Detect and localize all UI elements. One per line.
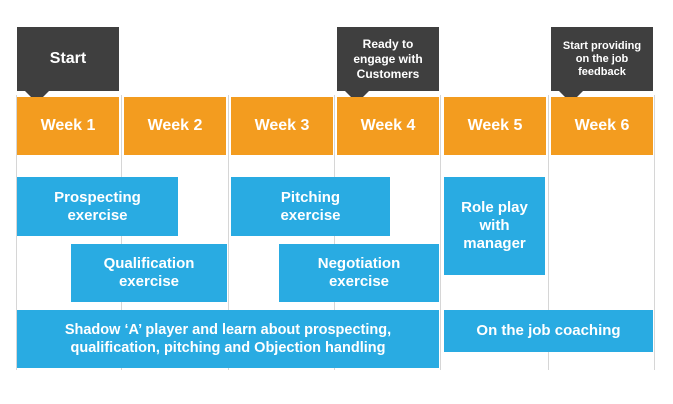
task-shadow: Shadow ‘A’ player and learn about prospe… xyxy=(17,310,439,368)
week-3-header: Week 3 xyxy=(231,97,333,155)
week-4-header: Week 4 xyxy=(337,97,439,155)
task-role-play: Role play with manager xyxy=(444,177,545,275)
callout-ready-text: Ready to engage with Customers xyxy=(353,36,423,81)
grid-line xyxy=(228,95,229,370)
week-1-header: Week 1 xyxy=(17,97,119,155)
grid-line xyxy=(440,95,441,370)
task-prospecting: Prospecting exercise xyxy=(17,177,178,236)
callout-feedback-text: Start providing on the job feedback xyxy=(562,39,642,78)
callout-start: Start xyxy=(17,27,119,103)
task-pitching: Pitching exercise xyxy=(231,177,390,236)
grid-line xyxy=(16,95,17,370)
grid-line xyxy=(548,95,549,370)
callout-ready: Ready to engage with Customers xyxy=(337,27,439,103)
task-negotiation: Negotiation exercise xyxy=(279,244,439,302)
callout-start-text: Start xyxy=(49,50,87,67)
grid-line xyxy=(654,95,655,370)
task-qualification: Qualification exercise xyxy=(71,244,227,302)
callout-feedback: Start providing on the job feedback xyxy=(551,27,653,103)
week-6-header: Week 6 xyxy=(551,97,653,155)
week-2-header: Week 2 xyxy=(124,97,226,155)
task-coaching: On the job coaching xyxy=(444,310,653,352)
week-5-header: Week 5 xyxy=(444,97,546,155)
